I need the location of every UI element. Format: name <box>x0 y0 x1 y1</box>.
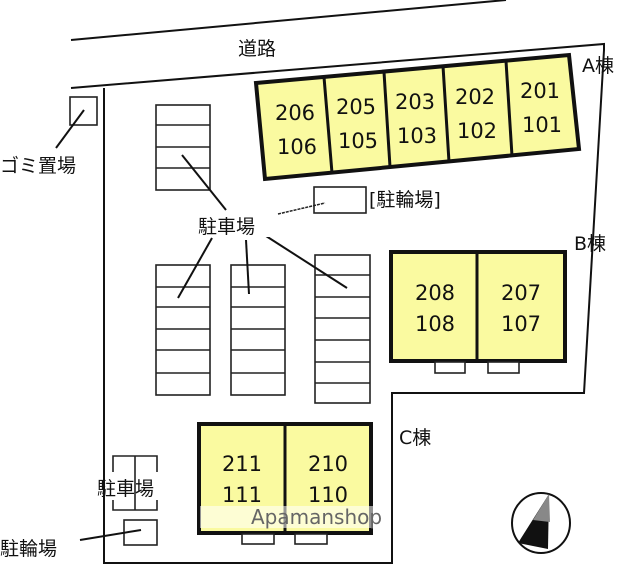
building-c-label: C棟 <box>399 427 431 449</box>
unit-number-upper: 208 <box>415 281 455 305</box>
garbage-label: ゴミ置場 <box>0 155 76 177</box>
building-a <box>253 52 582 182</box>
unit-number-lower: 103 <box>397 124 437 148</box>
bike-shelter-leader <box>277 202 326 215</box>
unit-205-105: 205 105 <box>336 95 378 153</box>
watermark: Apamanshop <box>251 505 382 529</box>
building-c-porch <box>241 533 275 545</box>
unit-number-upper: 205 <box>336 95 376 119</box>
bike-shelter-bottom-leader <box>79 529 142 541</box>
unit-210-110: 210 110 <box>308 452 348 507</box>
building-a-divider <box>382 71 392 168</box>
unit-number-upper: 207 <box>501 281 541 305</box>
unit-number-lower: 107 <box>501 312 541 336</box>
unit-number-lower: 108 <box>415 312 455 336</box>
garbage-area <box>69 96 98 126</box>
parking-label-bg <box>196 213 274 237</box>
unit-207-107: 207 107 <box>501 281 541 336</box>
unit-208-108: 208 108 <box>415 281 455 336</box>
road-edge-lower <box>70 42 605 89</box>
unit-201-101: 201 101 <box>520 79 562 137</box>
parking-lot-column-2 <box>230 264 286 396</box>
garbage-leader <box>55 109 85 149</box>
unit-number-lower: 110 <box>308 483 348 507</box>
building-c-porch <box>294 533 328 545</box>
parking-leaders <box>177 154 348 299</box>
unit-number-upper: 201 <box>520 79 560 103</box>
unit-number-upper: 203 <box>395 90 435 114</box>
watermark-bg <box>200 506 390 528</box>
unit-number-lower: 111 <box>222 483 262 507</box>
parking-lot-column-3 <box>314 254 371 404</box>
building-b-label: B棟 <box>574 233 606 255</box>
bike-shelter <box>313 186 367 214</box>
road-edge-upper <box>70 0 507 41</box>
unit-number-upper: 202 <box>455 85 495 109</box>
unit-number-lower: 101 <box>522 113 562 137</box>
parking-lot-top-left <box>155 104 211 191</box>
unit-number-lower: 102 <box>457 119 497 143</box>
unit-number-lower: 105 <box>338 129 378 153</box>
parking-label: 駐車場 <box>198 216 255 238</box>
unit-203-103: 203 103 <box>395 90 437 148</box>
north-arrow-icon <box>511 492 571 554</box>
unit-number-upper: 206 <box>275 101 315 125</box>
unit-206-106: 206 106 <box>275 101 317 159</box>
building-a-label: A棟 <box>582 55 614 77</box>
unit-number-upper: 210 <box>308 452 348 476</box>
building-a-divider <box>322 76 334 174</box>
unit-211-111: 211 111 <box>222 452 262 507</box>
parking-lot-column-1 <box>155 264 211 396</box>
unit-202-102: 202 102 <box>455 85 497 143</box>
site-boundary <box>103 49 605 564</box>
building-a-divider <box>504 60 514 157</box>
road-label: 道路 <box>238 38 276 60</box>
parking-label-bottom: 駐車場 <box>97 478 154 500</box>
unit-number-lower: 106 <box>277 135 317 159</box>
building-a-divider <box>441 65 451 163</box>
building-b-porch <box>434 361 466 374</box>
parking-lot-bottom-left <box>112 455 158 511</box>
bike-label-bottom: 駐輪場 <box>0 538 57 560</box>
building-b-porch <box>487 361 520 374</box>
bike-shelter-label: [駐輪場] <box>369 189 441 211</box>
unit-number-upper: 211 <box>222 452 262 476</box>
